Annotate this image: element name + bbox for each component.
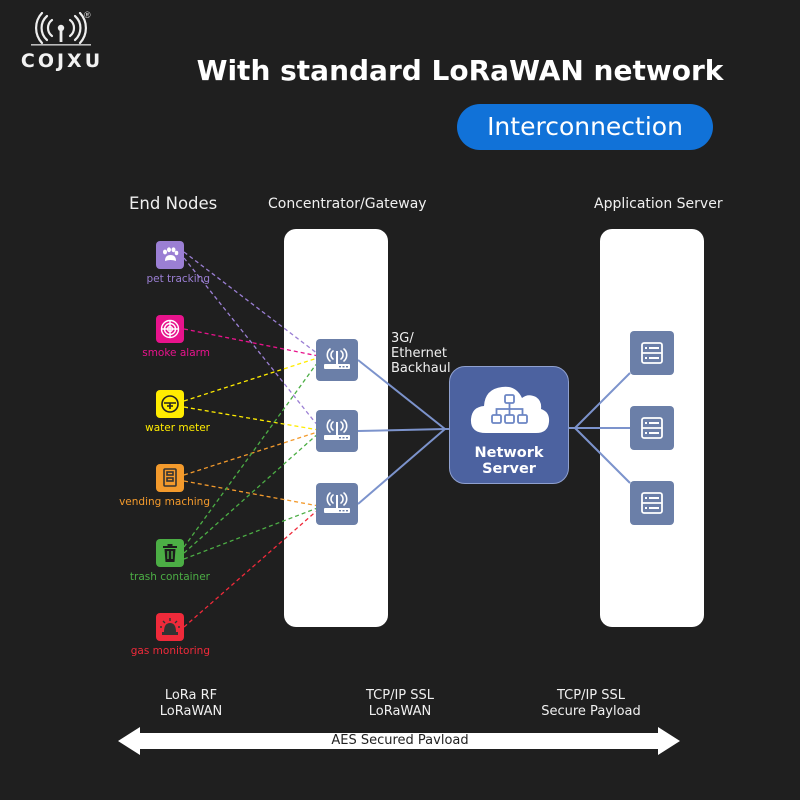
gateway-3 xyxy=(316,483,358,525)
gateway-1 xyxy=(316,339,358,381)
smoke-alarm-icon xyxy=(160,319,180,339)
router-icon xyxy=(322,492,352,516)
rf-link xyxy=(183,511,317,628)
end-node-label: pet tracking xyxy=(146,273,210,285)
end-node-label: gas monitoring xyxy=(130,645,210,657)
end-node-water-meter-icon xyxy=(156,390,184,418)
protocol-line: TCP/IP SSL xyxy=(556,688,626,703)
rf-link xyxy=(183,328,317,357)
rf-link xyxy=(183,431,317,476)
page-title: With standard LoRaWAN network xyxy=(196,54,724,87)
end-node-alarm-light-icon xyxy=(156,613,184,641)
network-server: Network Server xyxy=(449,366,569,484)
app-server-3 xyxy=(630,481,674,525)
protocol-line: LoRaWAN xyxy=(159,704,223,719)
rf-link xyxy=(183,435,317,554)
server-icon xyxy=(640,491,664,515)
app-server-2 xyxy=(630,406,674,450)
router-icon xyxy=(322,419,352,443)
trash-icon xyxy=(162,544,178,562)
server-link xyxy=(574,372,631,429)
rf-link xyxy=(183,257,317,424)
server-link xyxy=(574,427,631,484)
paw-icon xyxy=(161,247,179,263)
network-server-line-1: Network xyxy=(474,445,544,461)
backhaul-link xyxy=(357,428,446,505)
rf-link xyxy=(183,364,317,548)
brand-name: COJXU xyxy=(20,50,104,72)
end-nodes-heading: End Nodes xyxy=(129,194,218,213)
protocol-line: LoRaWAN xyxy=(368,704,432,719)
vending-machine-icon xyxy=(163,468,177,488)
backhaul-label: 3G/ Ethernet Backhaul xyxy=(391,331,451,376)
rf-link xyxy=(183,480,317,507)
registered-mark: ® xyxy=(84,10,91,20)
end-node-label: smoke alarm xyxy=(142,347,210,359)
protocol-line: TCP/IP SSL xyxy=(365,688,435,703)
rf-link xyxy=(183,357,317,402)
interconnection-badge: Interconnection xyxy=(457,104,713,150)
gateway-2 xyxy=(316,410,358,452)
protocol-line: LoRa RF xyxy=(164,688,218,703)
end-node-label: vending maching xyxy=(119,496,210,508)
rf-link xyxy=(183,406,317,431)
backhaul-line-1: 3G/ xyxy=(391,331,414,346)
protocol-lora: LoRa RF LoRaWAN xyxy=(111,688,271,720)
server-icon xyxy=(640,416,664,440)
backhaul-link xyxy=(357,428,446,432)
arrow-label: AES Secured Pavload xyxy=(331,733,469,748)
app-server-1 xyxy=(630,331,674,375)
water-meter-icon xyxy=(160,394,180,414)
gateway-heading: Concentrator/Gateway xyxy=(268,196,427,212)
backhaul-link xyxy=(357,359,446,430)
end-node-vending-machine-icon xyxy=(156,464,184,492)
app-server-heading: Application Server xyxy=(594,196,723,212)
cloud-network-icon xyxy=(470,386,550,433)
protocol-line: Secure Payload xyxy=(541,704,641,719)
end-node-trash-icon xyxy=(156,539,184,567)
protocol-app: TCP/IP SSL Secure Payload xyxy=(511,688,671,720)
backhaul-line-2: Ethernet xyxy=(391,346,447,361)
rf-link xyxy=(183,507,317,560)
network-server-label: Network Server xyxy=(450,445,568,477)
server-icon xyxy=(640,341,664,365)
protocol-gateway: TCP/IP SSL LoRaWAN xyxy=(320,688,480,720)
alarm-light-icon xyxy=(160,618,180,636)
broadcast-antenna-icon xyxy=(31,12,91,46)
end-node-label: trash container xyxy=(129,571,210,583)
double-arrow xyxy=(118,727,680,755)
router-icon xyxy=(322,348,352,372)
rf-link xyxy=(183,251,317,354)
network-server-line-2: Server xyxy=(482,461,536,477)
end-node-smoke-alarm-icon xyxy=(156,315,184,343)
end-node-label: water meter xyxy=(145,422,210,434)
backhaul-line-3: Backhaul xyxy=(391,361,451,376)
end-node-paw-icon xyxy=(156,241,184,269)
